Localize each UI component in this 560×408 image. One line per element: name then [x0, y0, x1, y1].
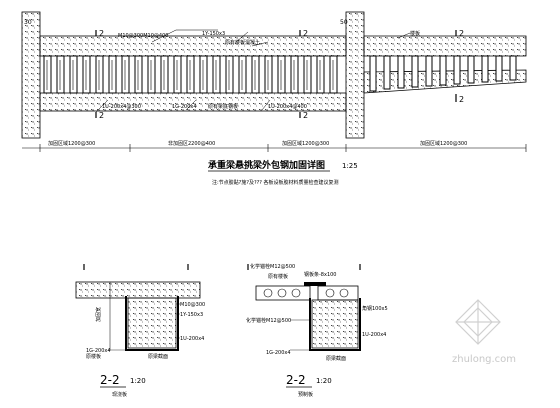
- callout-plate: 1Y-150x3: [202, 31, 225, 37]
- label-plate: 1Y-150x3: [180, 312, 203, 318]
- label-bottom: 1G-200x4: [86, 348, 111, 354]
- left-column: [21, 11, 41, 139]
- right-top-plate: [304, 282, 326, 286]
- dim-label: 加固区域1200@300: [420, 140, 467, 147]
- right-slab-left: [255, 285, 311, 301]
- right-slab-right: [317, 285, 359, 301]
- right-column: [345, 11, 365, 139]
- label-mid: 原梁截面: [326, 355, 346, 362]
- callout-bottom-plate: 1G-200x4: [172, 104, 197, 110]
- label-plate: 角钢100x5: [362, 305, 388, 312]
- caption-sub: 现浇板: [112, 391, 127, 398]
- bottom-callouts: 1U-200x4@300 1G-200x4 原有梁底钢板 1U-200x4@40…: [95, 99, 307, 113]
- column-label-right: 50: [340, 19, 348, 26]
- section-mark: 2: [303, 29, 308, 38]
- title-note: 注:节点胶黏?施?及??? 各板设板胶材料质量检查建议复测: [212, 179, 339, 186]
- label-bottom: 1G-200x4: [266, 350, 291, 356]
- caption-number: 2-2: [286, 373, 306, 387]
- callout-right-arrow: 楼板: [410, 30, 420, 37]
- u-straps: [43, 55, 338, 94]
- watermark-text: zhulong.com: [452, 354, 516, 365]
- drawing-title: 承重梁悬挑梁外包钢加固详图 1:25 注:节点胶黏?施?及??? 各板设板胶材料…: [208, 159, 358, 186]
- main-elevation: 30 50 2 2 2 2 2 2 M10@300M10@400 1Y-150x…: [21, 11, 527, 152]
- caption-scale: 1:20: [130, 377, 146, 385]
- label-top1: 化学锚栓M12@500: [250, 263, 295, 270]
- cantilever-slab: [363, 35, 527, 57]
- section-left: 加固宽 M10@300 1Y-150x3 1U-200x4 1G-200x4 原…: [75, 264, 205, 398]
- title-text: 承重梁悬挑梁外包钢加固详图: [208, 159, 325, 171]
- label-top2: 钢板条-8x100: [304, 271, 337, 278]
- section-mark: 2: [459, 29, 464, 38]
- section-mark: 2: [459, 95, 464, 104]
- caption-number: 2-2: [100, 373, 120, 387]
- section-right: 化学锚栓M12@500 钢板条-8x100 原有楼板 角钢100x5 化学锚栓M…: [246, 263, 388, 398]
- label-bolt: 化学锚栓M12@500: [246, 317, 291, 324]
- cantilever-straps: [369, 55, 517, 92]
- callout-note: 原有楼板混凝土: [225, 39, 260, 46]
- label-mid: 原梁截面: [148, 353, 168, 360]
- label-rebar: M10@300: [180, 302, 205, 308]
- left-steel-jacket: [125, 296, 179, 351]
- label-top3: 原有楼板: [268, 273, 288, 280]
- label-angle: 1U-200x4: [180, 336, 204, 342]
- label-angle: 1U-200x4: [362, 332, 386, 338]
- dim-tag: 加固宽: [95, 307, 102, 322]
- section-mark: 2: [99, 29, 104, 38]
- label-side: 原楼板: [86, 353, 101, 360]
- dim-label: 加固区域1200@300: [282, 140, 329, 147]
- dimension-line: [22, 144, 527, 152]
- right-steel-jacket: [309, 298, 361, 351]
- title-scale: 1:25: [342, 162, 358, 170]
- dim-label: 非加固区2200@400: [168, 140, 215, 147]
- callout-bottom-right: 1U-200x4@400: [268, 104, 307, 110]
- left-slab: [75, 281, 201, 299]
- section-mark: 2: [99, 111, 104, 120]
- section-marks: 2 2 2 2 2 2: [95, 29, 464, 120]
- callout-rebar: M10@300M10@400: [118, 33, 168, 39]
- strap-ticks: [46, 60, 334, 90]
- callout-angle: 1U-200x4@300: [102, 104, 141, 110]
- section-mark: 2: [303, 111, 308, 120]
- column-label-left: 30: [24, 19, 32, 26]
- dim-label: 加固区域1200@300: [48, 140, 95, 147]
- precast-voids: [263, 288, 349, 298]
- top-callouts: M10@300M10@400 1Y-150x3 原有楼板混凝土 楼板: [118, 29, 420, 47]
- caption-sub: 预制板: [298, 391, 313, 398]
- caption-scale: 1:20: [316, 377, 332, 385]
- callout-bottom-note: 原有梁底钢板: [208, 103, 238, 110]
- left-beam-web: [127, 297, 177, 349]
- right-beam-web: [311, 299, 359, 349]
- beam-slab-top: [39, 35, 347, 57]
- watermark-logo: [455, 299, 501, 345]
- watermark: zhulong.com: [452, 299, 516, 365]
